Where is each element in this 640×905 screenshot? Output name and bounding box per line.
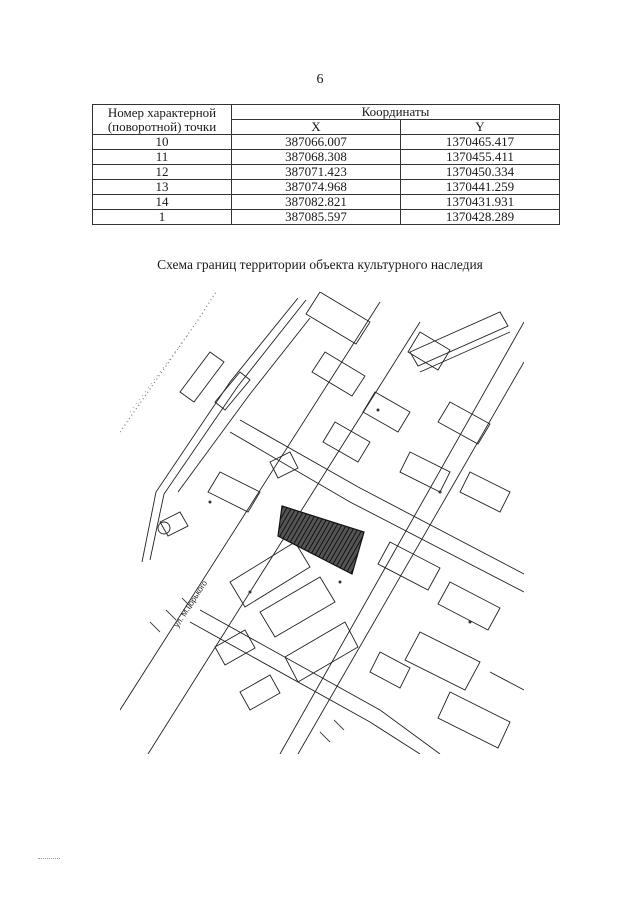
building	[437, 401, 491, 445]
building	[311, 351, 366, 397]
building	[399, 451, 451, 493]
building	[259, 576, 336, 638]
heritage-territory	[277, 505, 365, 575]
cell-x: 387082.821	[231, 194, 401, 210]
cell-y: 1370455.411	[400, 149, 560, 165]
map-drawing: ул. М.Горького	[120, 292, 524, 754]
building	[284, 621, 359, 683]
street-label: ул. М.Горького	[172, 579, 209, 630]
cell-y: 1370465.417	[400, 134, 560, 150]
building	[369, 651, 411, 689]
cell-point: 10	[92, 134, 232, 150]
building	[179, 351, 225, 403]
footer-mark	[38, 858, 60, 859]
page-number: 6	[316, 72, 324, 87]
map-caption: Схема границ территории объекта культурн…	[157, 257, 483, 272]
header-point-line1: Номер характерной	[107, 104, 217, 120]
building	[269, 451, 299, 479]
cell-point: 1	[92, 209, 232, 225]
cell-y: 1370450.334	[400, 164, 560, 180]
cell-point: 12	[92, 164, 232, 180]
building	[305, 292, 371, 345]
cell-y: 1370428.289	[400, 209, 560, 225]
building	[159, 511, 189, 537]
cell-y: 1370431.931	[400, 194, 560, 210]
main-street-edge	[120, 301, 381, 711]
coordinates-table: Номер характерной (поворотной) точки Коо…	[92, 104, 560, 225]
building	[362, 391, 411, 433]
cell-x: 387066.007	[231, 134, 401, 150]
table-row: 12 387071.423 1370450.334	[92, 164, 560, 180]
river-bank	[120, 292, 217, 433]
round-structure	[157, 521, 171, 535]
table-row: 1 387085.597 1370428.289	[92, 209, 560, 225]
cell-x: 387085.597	[231, 209, 401, 225]
building	[409, 311, 509, 367]
building	[407, 331, 451, 371]
building	[322, 421, 371, 463]
table-row: 13 387074.968 1370441.259	[92, 179, 560, 195]
cell-x: 387071.423	[231, 164, 401, 180]
table-row: 14 387082.821 1370431.931	[92, 194, 560, 210]
header-x: X	[231, 119, 401, 135]
building	[437, 691, 511, 749]
building	[459, 471, 511, 513]
table-header-row: Номер характерной (поворотной) точки Коо…	[92, 104, 560, 135]
header-point: Номер характерной (поворотной) точки	[92, 104, 232, 135]
cell-point: 14	[92, 194, 232, 210]
river-bank-inner	[129, 331, 191, 413]
cell-x: 387074.968	[231, 179, 401, 195]
building	[214, 371, 251, 411]
cell-x: 387068.308	[231, 149, 401, 165]
header-point-line2: (поворотной) точки	[107, 118, 217, 134]
building	[229, 541, 311, 608]
header-y: Y	[400, 119, 560, 135]
building	[404, 631, 481, 691]
embankment-wall	[141, 297, 299, 563]
building	[419, 331, 511, 373]
cell-point: 11	[92, 149, 232, 165]
building	[207, 471, 261, 513]
building	[437, 581, 501, 631]
building	[489, 671, 524, 691]
boundary-map: ул. М.Горького	[120, 292, 524, 754]
table-row: 10 387066.007 1370465.417	[92, 134, 560, 150]
cell-point: 13	[92, 179, 232, 195]
building	[377, 541, 441, 591]
building	[239, 674, 281, 711]
header-coords: Координаты	[231, 104, 560, 120]
cell-y: 1370441.259	[400, 179, 560, 195]
building	[214, 629, 256, 666]
embankment-wall	[149, 299, 307, 561]
table-row: 11 387068.308 1370455.411	[92, 149, 560, 165]
